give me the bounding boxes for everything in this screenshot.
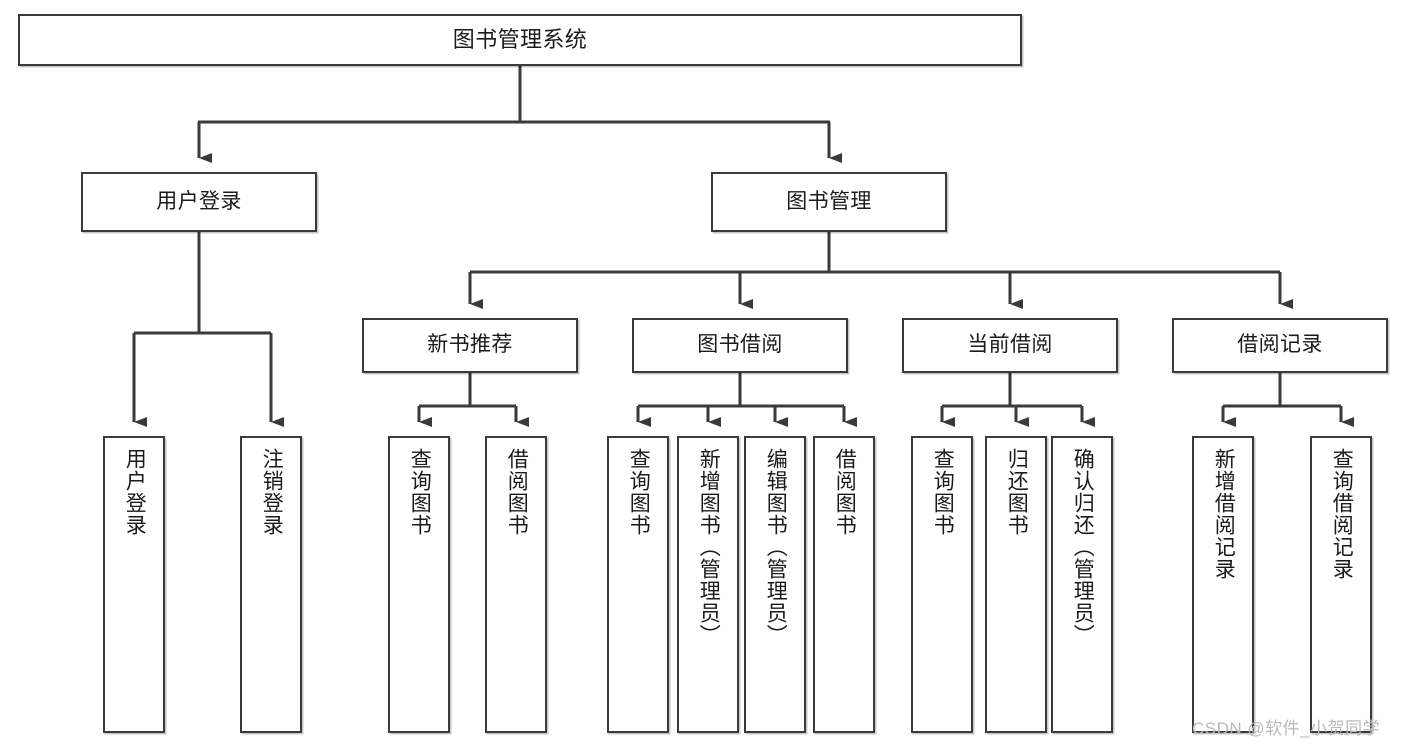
node-book-manage[interactable]: 图书管理 <box>711 172 947 232</box>
node-leaf-add-book-label: 新增图书（管理员） <box>697 448 721 646</box>
node-leaf-add-record[interactable]: 新增借阅记录 <box>1192 436 1254 733</box>
node-leaf-user-logout-label: 注销登录 <box>260 448 284 536</box>
node-leaf-user-logout[interactable]: 注销登录 <box>240 436 302 733</box>
node-leaf-query-book-1-label: 查询图书 <box>408 448 432 536</box>
node-leaf-add-book[interactable]: 新增图书（管理员） <box>677 436 739 733</box>
node-book-borrow[interactable]: 图书借阅 <box>632 318 848 373</box>
node-leaf-query-record[interactable]: 查询借阅记录 <box>1310 436 1372 733</box>
node-leaf-edit-book-label: 编辑图书（管理员） <box>764 448 788 646</box>
node-root[interactable]: 图书管理系统 <box>18 14 1022 66</box>
node-new-book-recommend-label: 新书推荐 <box>427 333 513 357</box>
node-leaf-return-book[interactable]: 归还图书 <box>985 436 1047 733</box>
node-leaf-add-record-label: 新增借阅记录 <box>1212 448 1236 580</box>
node-leaf-return-book-label: 归还图书 <box>1005 448 1029 536</box>
node-leaf-query-book-2[interactable]: 查询图书 <box>607 436 669 733</box>
node-leaf-user-login-label: 用户登录 <box>123 448 147 536</box>
node-leaf-confirm-return-label: 确认归还（管理员） <box>1071 448 1095 646</box>
node-leaf-borrow-book-1[interactable]: 借阅图书 <box>485 436 547 733</box>
node-leaf-query-book-3[interactable]: 查询图书 <box>911 436 973 733</box>
node-leaf-query-book-2-label: 查询图书 <box>627 448 651 536</box>
watermark: CSDN @软件_小贺同学 <box>1192 719 1381 738</box>
node-current-borrow[interactable]: 当前借阅 <box>902 318 1118 373</box>
node-borrow-record[interactable]: 借阅记录 <box>1172 318 1388 373</box>
node-current-borrow-label: 当前借阅 <box>967 333 1053 357</box>
node-user-login-label: 用户登录 <box>156 189 242 213</box>
node-leaf-borrow-book-1-label: 借阅图书 <box>505 448 529 536</box>
node-leaf-query-book-3-label: 查询图书 <box>931 448 955 536</box>
node-new-book-recommend[interactable]: 新书推荐 <box>362 318 578 373</box>
node-leaf-user-login[interactable]: 用户登录 <box>103 436 165 733</box>
node-leaf-borrow-book-2[interactable]: 借阅图书 <box>813 436 875 733</box>
node-root-label: 图书管理系统 <box>452 27 588 53</box>
node-leaf-borrow-book-2-label: 借阅图书 <box>833 448 857 536</box>
node-leaf-query-record-label: 查询借阅记录 <box>1330 448 1354 580</box>
node-leaf-query-book-1[interactable]: 查询图书 <box>388 436 450 733</box>
node-leaf-confirm-return[interactable]: 确认归还（管理员） <box>1051 436 1113 733</box>
node-leaf-edit-book[interactable]: 编辑图书（管理员） <box>744 436 806 733</box>
node-user-login[interactable]: 用户登录 <box>81 172 317 232</box>
node-book-manage-label: 图书管理 <box>786 189 872 213</box>
node-borrow-record-label: 借阅记录 <box>1237 333 1323 357</box>
node-book-borrow-label: 图书借阅 <box>697 333 783 357</box>
